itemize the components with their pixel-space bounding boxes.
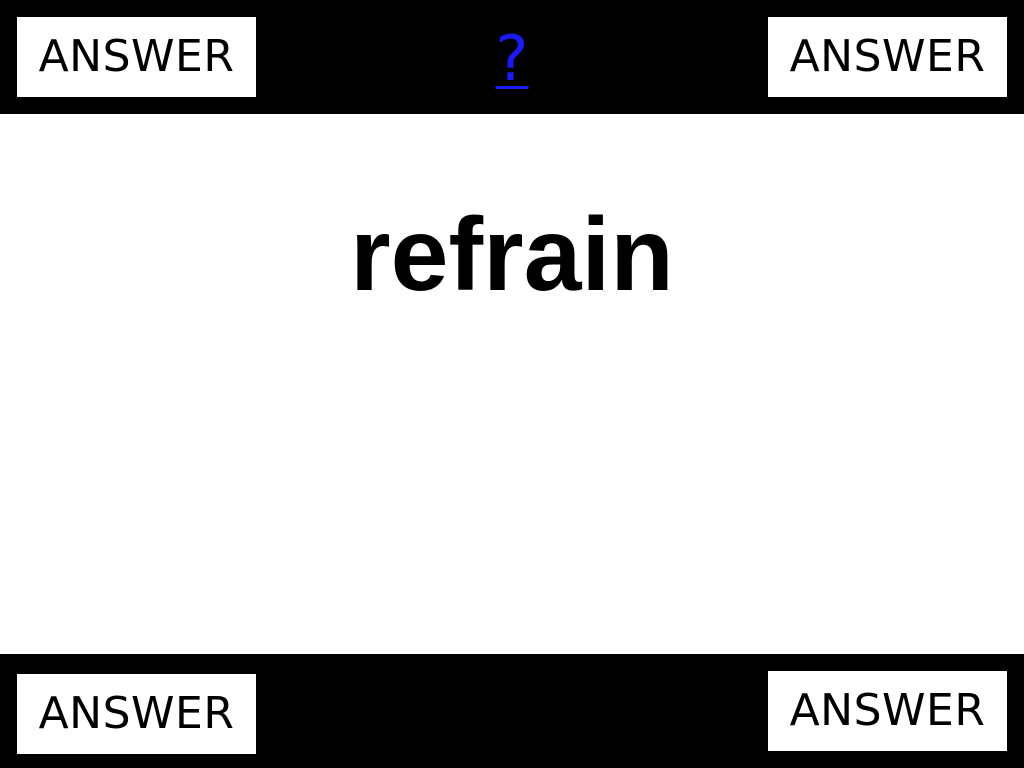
vocabulary-word: refrain bbox=[350, 197, 674, 313]
answer-button-bottom-left[interactable]: ANSWER bbox=[17, 674, 256, 754]
question-link[interactable]: ? bbox=[495, 22, 529, 95]
answer-button-top-right[interactable]: ANSWER bbox=[768, 17, 1007, 97]
answer-button-bottom-right[interactable]: ANSWER bbox=[768, 671, 1007, 751]
answer-button-top-left[interactable]: ANSWER bbox=[17, 17, 256, 97]
